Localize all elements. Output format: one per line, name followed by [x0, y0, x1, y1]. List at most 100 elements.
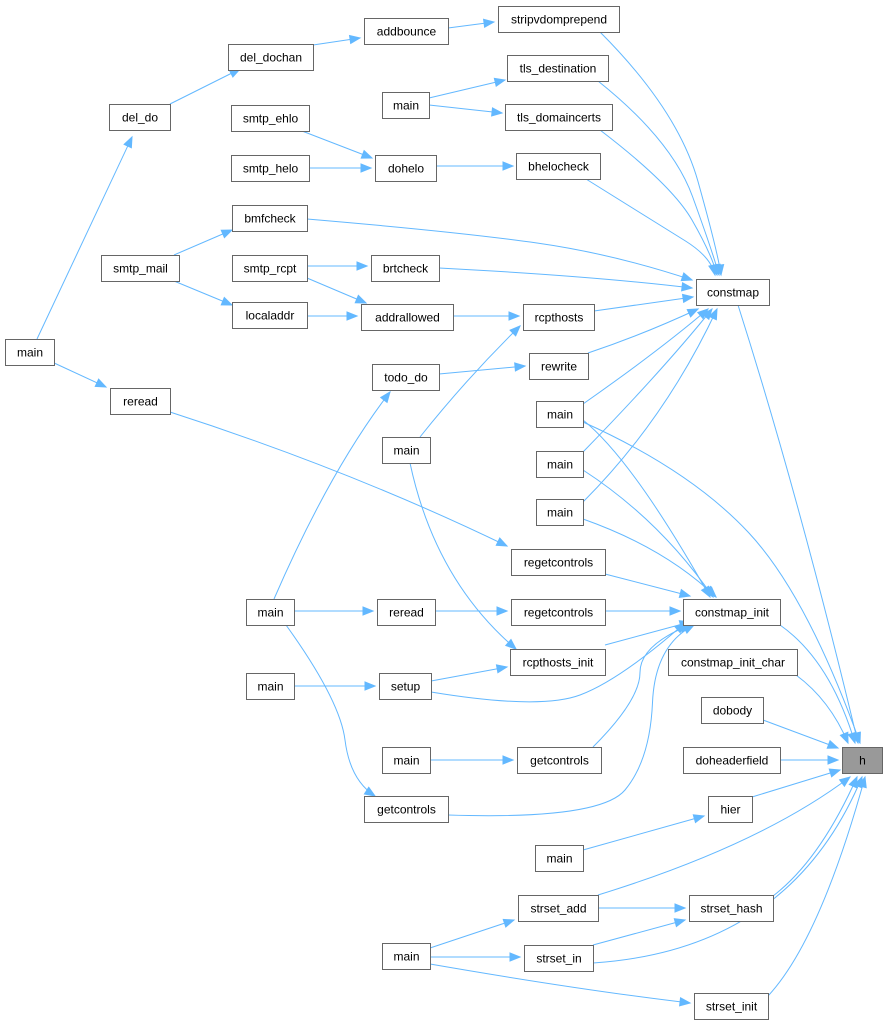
node-label: rcpthosts_init [523, 656, 594, 670]
node-tls-domaincerts[interactable]: tls_domaincerts [505, 104, 613, 131]
node-main-hier[interactable]: main [535, 845, 584, 872]
edge-rcpthosts-to-constmap [593, 293, 695, 312]
node-label: getcontrols [377, 803, 436, 817]
node-main-setup[interactable]: main [246, 673, 295, 700]
edge-main_tls-to-tls_destination [428, 77, 507, 99]
node-label: reread [389, 606, 424, 620]
node-constmap-init[interactable]: constmap_init [683, 599, 781, 626]
edge-bmfcheck-to-constmap [306, 218, 694, 282]
node-tls-destination[interactable]: tls_destination [507, 55, 609, 82]
edge-main_big-to-reread_m [294, 606, 375, 616]
node-constmap-init-char[interactable]: constmap_init_char [668, 649, 798, 676]
node-label: hier [720, 803, 740, 817]
edge-strset_add-to-strset_hash [598, 903, 687, 913]
edge-addbounce-to-stripvdomprepend [447, 18, 496, 29]
node-brtcheck[interactable]: brtcheck [371, 255, 440, 282]
edge-constmap_init-to-h [779, 624, 857, 745]
node-label: strset_init [706, 1000, 758, 1014]
node-label: main [547, 408, 573, 422]
node-main-big[interactable]: main [246, 599, 295, 626]
node-setup[interactable]: setup [379, 673, 432, 700]
edge-main_setup-to-setup [294, 681, 377, 691]
node-label: smtp_ehlo [243, 112, 299, 126]
edge-smtp_rcpt-to-brtcheck [307, 261, 369, 271]
node-reread-l[interactable]: reread [110, 388, 171, 415]
edge-main_c-to-constmap_init [582, 518, 717, 598]
node-smtp-rcpt[interactable]: smtp_rcpt [232, 255, 308, 282]
node-label: main [17, 346, 43, 360]
node-smtp-ehlo[interactable]: smtp_ehlo [231, 105, 310, 132]
node-doheaderfield[interactable]: doheaderfield [683, 747, 781, 774]
node-del-dochan[interactable]: del_dochan [228, 44, 314, 71]
node-dobody[interactable]: dobody [701, 697, 764, 724]
node-constmap[interactable]: constmap [696, 279, 770, 306]
edge-main_tls-to-tls_domaincerts [428, 104, 504, 117]
node-label: main [257, 606, 283, 620]
node-label: reread [123, 395, 158, 409]
edge-main_a-to-constmap [582, 308, 710, 405]
edge-constmap_init_char-to-h [795, 674, 849, 745]
node-main-gc[interactable]: main [382, 747, 431, 774]
node-localaddr[interactable]: localaddr [232, 302, 308, 329]
node-label: main [393, 754, 419, 768]
node-bmfcheck[interactable]: bmfcheck [232, 205, 308, 232]
node-smtp-mail[interactable]: smtp_mail [101, 255, 180, 282]
node-reread-m[interactable]: reread [377, 599, 436, 626]
node-main-ss[interactable]: main [382, 943, 431, 970]
node-addrallowed[interactable]: addrallowed [361, 304, 454, 331]
edge-getcontrols_a-to-constmap_init [592, 624, 692, 748]
node-todo-do[interactable]: todo_do [372, 364, 440, 391]
node-stripvdomprepend[interactable]: stripvdomprepend [498, 6, 620, 33]
node-rewrite[interactable]: rewrite [529, 353, 589, 380]
node-del-do[interactable]: del_do [109, 104, 171, 131]
edge-main_big-to-getcontrols_b [285, 624, 377, 797]
node-label: doheaderfield [696, 754, 769, 768]
edge-rcpthosts_init-to-constmap_init [604, 620, 692, 646]
node-label: todo_do [384, 371, 428, 385]
node-strset-add[interactable]: strset_add [518, 895, 599, 922]
node-rcpthosts-init[interactable]: rcpthosts_init [510, 649, 606, 676]
node-strset-init[interactable]: strset_init [694, 993, 769, 1020]
node-main-a[interactable]: main [536, 401, 584, 428]
node-label: smtp_mail [113, 262, 168, 276]
edge-smtp_mail-to-localaddr [173, 280, 234, 306]
node-label: dohelo [388, 162, 424, 176]
edge-main_ss-to-strset_in [430, 952, 522, 962]
node-label: dobody [713, 704, 752, 718]
node-main-mid[interactable]: main [382, 437, 431, 464]
nodes: main del_do del_dochan addbounce stripvdompr… [5, 6, 883, 1020]
node-label: strset_add [530, 902, 586, 916]
node-bhelocheck[interactable]: bhelocheck [516, 153, 601, 180]
node-label: strset_in [536, 952, 581, 966]
node-getcontrols-a[interactable]: getcontrols [517, 747, 602, 774]
node-main-tls[interactable]: main [382, 92, 430, 119]
edge-main_ss-to-strset_add [429, 918, 516, 949]
node-strset-hash[interactable]: strset_hash [689, 895, 774, 922]
node-label: main [393, 444, 419, 458]
node-regetcontrols-a[interactable]: regetcontrols [511, 549, 606, 576]
node-smtp-helo[interactable]: smtp_helo [231, 155, 310, 182]
node-main-l[interactable]: main [5, 339, 55, 366]
node-label: strset_hash [700, 902, 762, 916]
node-dohelo[interactable]: dohelo [375, 155, 437, 182]
edge-strset_hash-to-h [772, 775, 858, 897]
node-rcpthosts[interactable]: rcpthosts [523, 304, 595, 331]
node-main-c[interactable]: main [536, 499, 584, 526]
node-addbounce[interactable]: addbounce [364, 18, 449, 45]
edge-stripvdomprepend-to-constmap [599, 31, 725, 277]
edges [36, 18, 867, 1007]
node-h[interactable]: h [842, 747, 883, 774]
node-main-b[interactable]: main [536, 451, 584, 478]
node-label: main [547, 458, 573, 472]
node-label: brtcheck [383, 262, 429, 276]
edge-main_c-to-constmap [582, 307, 718, 503]
edge-doheaderfield-to-h [780, 755, 840, 765]
edge-strset_init-to-h [767, 775, 867, 997]
edge-main_l-to-reread_l [51, 361, 108, 388]
node-strset-in[interactable]: strset_in [524, 945, 594, 972]
node-getcontrols-b[interactable]: getcontrols [364, 796, 449, 823]
edge-main_hier-to-hier [582, 814, 706, 851]
node-hier[interactable]: hier [708, 796, 753, 823]
node-regetcontrols-b[interactable]: regetcontrols [511, 599, 606, 626]
